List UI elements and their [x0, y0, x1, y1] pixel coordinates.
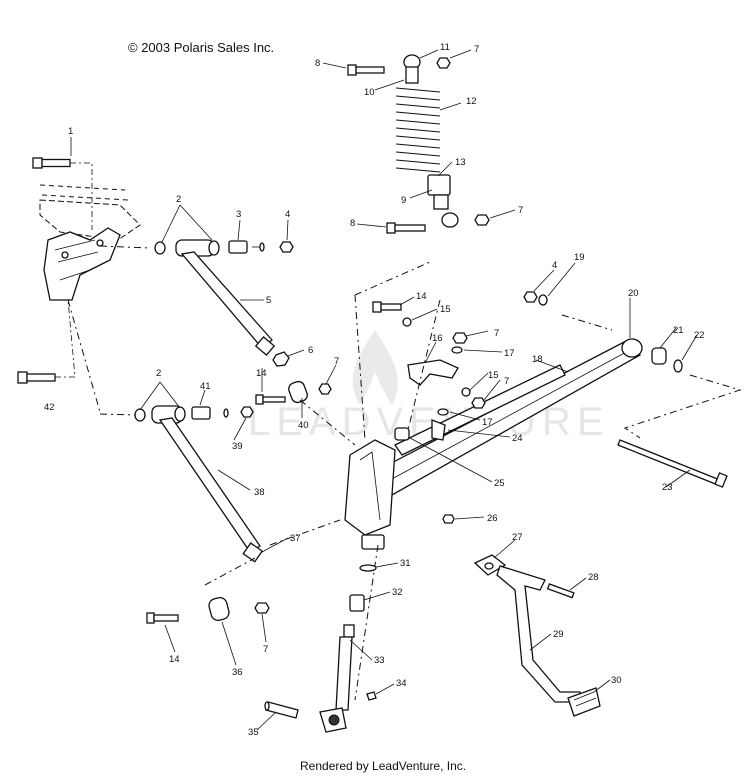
shock-spring [395, 87, 441, 173]
callout-27: 27 [512, 532, 523, 543]
callout-7-bottom: 7 [263, 644, 268, 655]
callout-25: 25 [494, 478, 505, 489]
callout-18: 18 [532, 354, 543, 365]
ball-joint-36 [146, 596, 270, 624]
lower-a-arm [67, 299, 264, 563]
copyright-text: © 2003 Polaris Sales Inc. [128, 40, 274, 55]
callout-8-bottom: 8 [350, 218, 355, 229]
callout-7-mid: 7 [504, 376, 509, 387]
callout-22: 22 [694, 330, 705, 341]
callout-7-joint: 7 [334, 356, 339, 367]
callout-7-shock: 7 [518, 205, 523, 216]
callout-23: 23 [662, 482, 673, 493]
callout-labels: 1 2 3 4 5 6 7 8 11 7 10 12 13 9 8 7 4 19… [44, 42, 705, 738]
callout-14-bottom: 14 [169, 654, 180, 665]
bolt-1 [32, 157, 93, 230]
callout-11: 11 [440, 42, 450, 53]
callout-37: 37 [290, 533, 301, 544]
callout-38: 38 [254, 487, 265, 498]
callout-40: 40 [298, 420, 309, 431]
callout-32: 32 [392, 587, 403, 598]
callout-33: 33 [374, 655, 385, 666]
callout-12: 12 [466, 96, 477, 107]
callout-21: 21 [673, 325, 684, 336]
centerlines [204, 261, 441, 701]
callout-34: 34 [396, 678, 407, 689]
nut-6 [272, 351, 290, 367]
callout-1: 1 [68, 126, 73, 137]
footer-text: Rendered by LeadVenture, Inc. [300, 759, 466, 773]
bushing-41 [191, 406, 254, 420]
callout-4-arm: 4 [552, 260, 557, 271]
shock-absorber [347, 54, 490, 234]
steering-arm [473, 554, 601, 717]
callout-5: 5 [266, 295, 271, 306]
upper-a-arm [99, 239, 276, 357]
callout-20: 20 [628, 288, 639, 299]
callout-6: 6 [308, 345, 313, 356]
callout-14-top: 14 [416, 291, 427, 302]
callout-30: 30 [611, 675, 622, 686]
bracket-16 [372, 301, 486, 524]
callout-41: 41 [200, 381, 211, 392]
callout-24: 24 [512, 433, 523, 444]
callout-26: 26 [487, 513, 498, 524]
callout-3: 3 [236, 209, 241, 220]
callout-14-mid: 14 [256, 368, 267, 379]
bushing-3 [228, 240, 265, 254]
callout-39: 39 [232, 441, 243, 452]
callout-29: 29 [553, 629, 564, 640]
callout-17-bottom: 17 [482, 417, 493, 428]
callout-28: 28 [588, 572, 599, 583]
callout-19: 19 [574, 252, 585, 263]
callout-16: 16 [432, 333, 443, 344]
callout-4-upper: 4 [285, 209, 290, 220]
callout-35: 35 [248, 727, 259, 738]
callout-31: 31 [400, 558, 411, 569]
callout-7-top: 7 [474, 44, 479, 55]
spindle [264, 564, 377, 733]
leader-lines [70, 49, 698, 731]
callout-7-bracket: 7 [494, 328, 499, 339]
bolt-42 [17, 299, 76, 384]
bolt-23 [617, 374, 742, 488]
bushing-21 [651, 347, 683, 373]
callout-36: 36 [232, 667, 243, 678]
callout-17-top: 17 [504, 348, 515, 359]
callout-10: 10 [364, 87, 375, 98]
callout-15-bottom: 15 [488, 370, 499, 381]
callout-8-top: 8 [315, 58, 320, 69]
callout-13: 13 [455, 157, 466, 168]
frame-bracket [39, 184, 141, 301]
callout-42: 42 [44, 402, 55, 413]
callout-2-lower: 2 [156, 368, 161, 379]
callout-15-top: 15 [440, 304, 451, 315]
callout-9: 9 [401, 195, 406, 206]
nut-4-upper [279, 241, 294, 253]
callout-2-upper: 2 [176, 194, 181, 205]
